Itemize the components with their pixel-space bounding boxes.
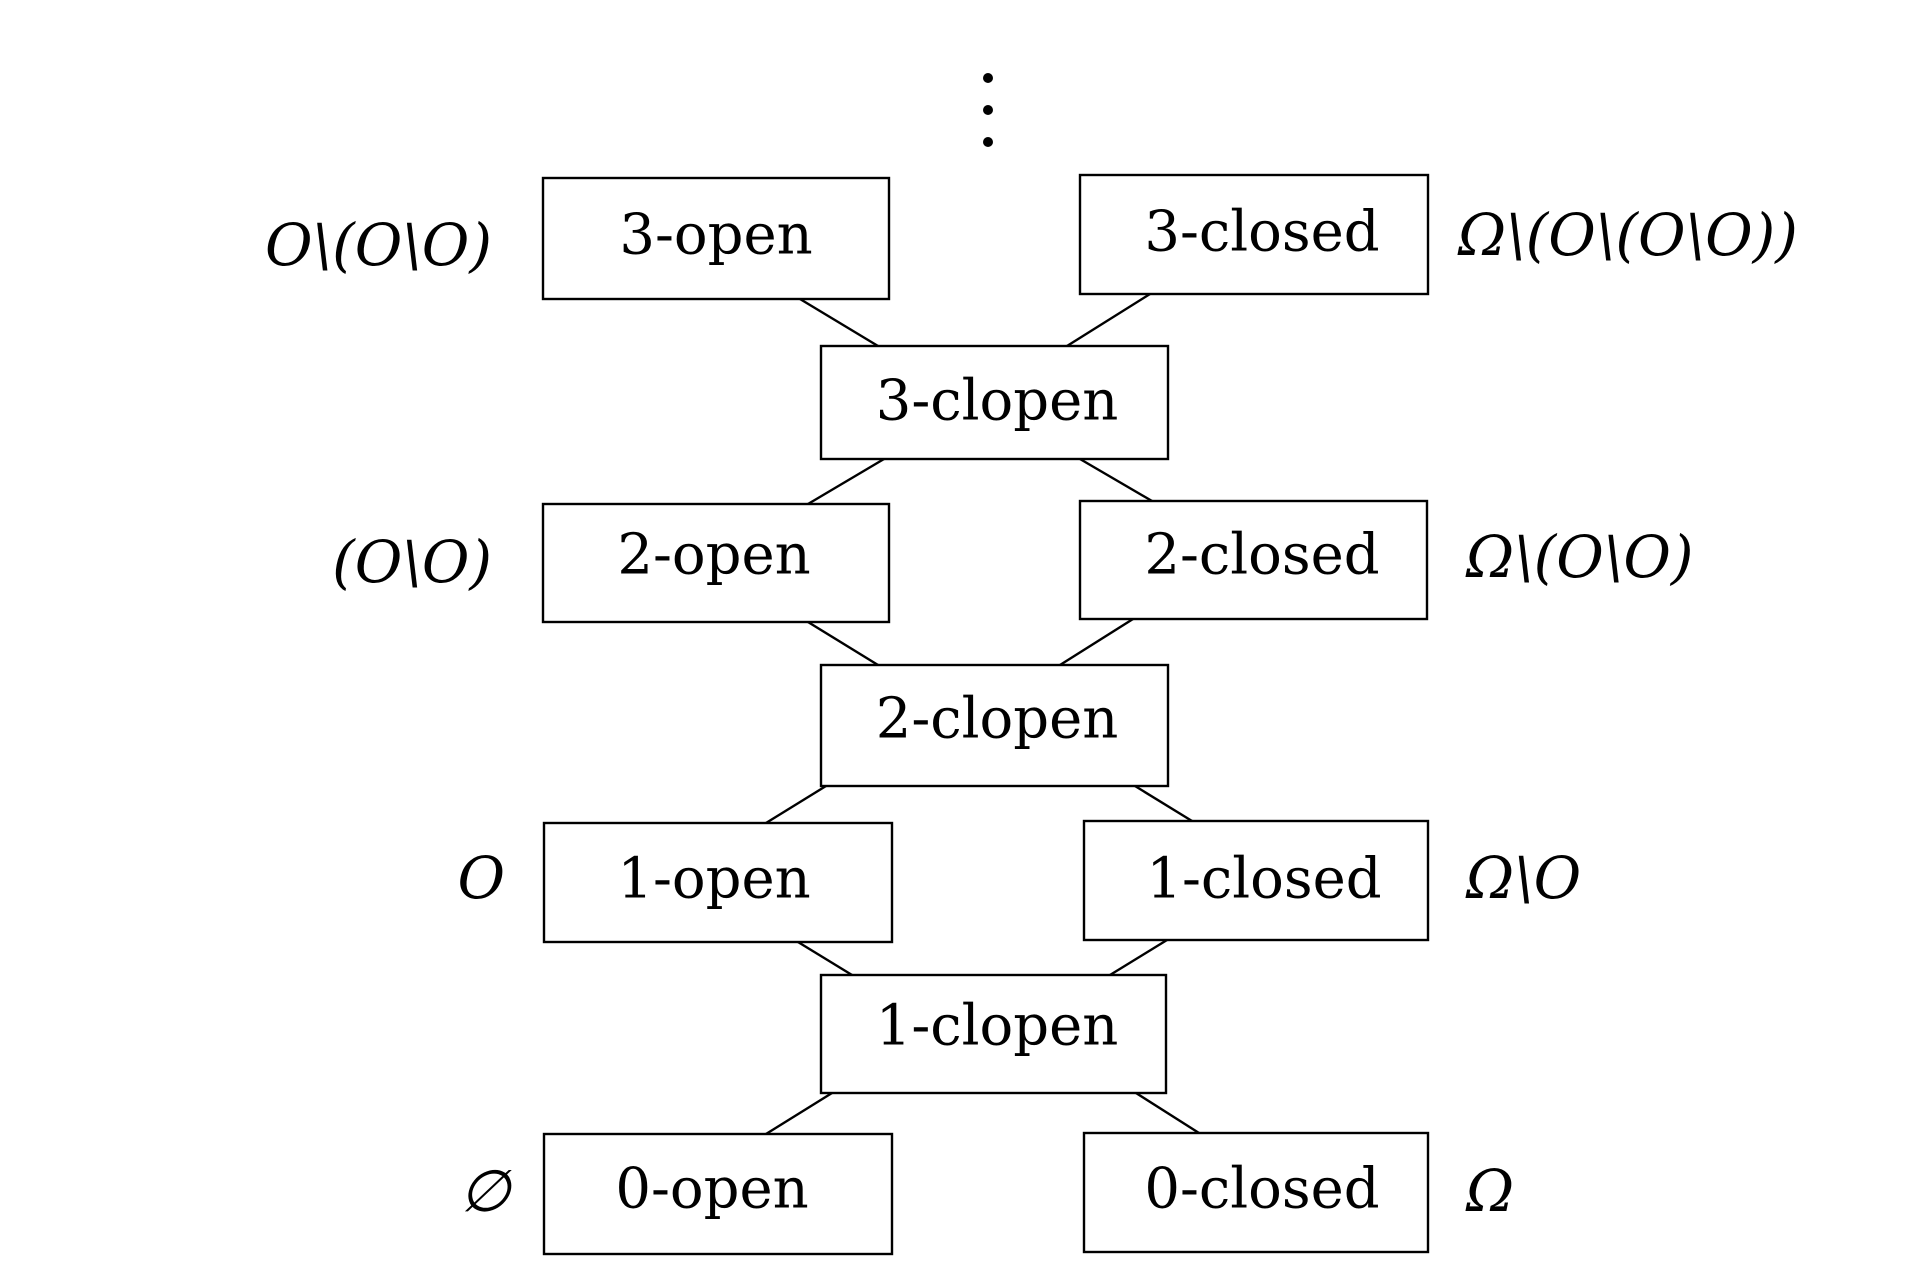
annotation-3-closed: Ω\(O\(O\O)) (1457, 201, 1798, 269)
edge-clopen-3-to-open-2 (807, 457, 885, 506)
node-3-closed: 3-closed (1078, 173, 1430, 296)
continuation-ellipsis (983, 73, 993, 147)
node-label: 2-clopen (876, 687, 1119, 752)
node-label: 3-open (619, 203, 812, 268)
edge-clopen-2-to-open-1 (765, 784, 827, 825)
edge-closed-2-to-clopen-2 (1059, 617, 1134, 667)
node-label: 0-closed (1144, 1157, 1379, 1222)
annotation-0-closed: Ω (1465, 1157, 1514, 1225)
node-2-open: 2-open (541, 502, 891, 624)
node-label: 2-closed (1144, 523, 1379, 588)
node-3-clopen: 3-clopen (819, 344, 1170, 461)
edge-open-1-to-clopen-1 (797, 940, 853, 977)
annotation-1-closed: Ω\O (1465, 844, 1581, 912)
node-label: 1-closed (1146, 847, 1381, 912)
node-0-closed: 0-closed (1082, 1131, 1430, 1254)
edge-clopen-2-to-closed-1 (1134, 784, 1193, 823)
edge-open-3-to-clopen-3 (799, 297, 879, 348)
node-1-open: 1-open (542, 821, 894, 944)
edge-closed-1-to-clopen-1 (1109, 938, 1168, 977)
node-1-closed: 1-closed (1082, 819, 1430, 942)
node-2-clopen: 2-clopen (819, 663, 1170, 788)
edge-clopen-1-to-open-0 (765, 1091, 833, 1136)
node-2-closed: 2-closed (1078, 499, 1429, 621)
edge-open-2-to-clopen-2 (807, 620, 879, 667)
ellipsis-dot (983, 73, 993, 83)
node-label: 3-closed (1144, 200, 1379, 265)
node-label: 3-clopen (876, 369, 1119, 434)
annotation-3-open: O\(O\O) (265, 211, 492, 279)
edge-clopen-3-to-closed-2 (1079, 457, 1153, 503)
node-3-open: 3-open (541, 176, 891, 301)
diagram-edges (765, 292, 1200, 1136)
edge-closed-3-to-clopen-3 (1066, 292, 1151, 348)
node-label: 1-open (617, 847, 810, 912)
annotation-1-open: O (457, 844, 505, 912)
node-label: 2-open (617, 523, 810, 588)
node-label: 0-open (615, 1157, 808, 1222)
ellipsis-dot (983, 105, 993, 115)
node-label: 1-clopen (876, 994, 1119, 1059)
edge-clopen-1-to-closed-0 (1135, 1091, 1200, 1135)
annotation-2-closed: Ω\(O\O) (1465, 523, 1694, 591)
annotation-2-open: (O\O) (332, 528, 492, 596)
node-1-clopen: 1-clopen (819, 973, 1168, 1095)
node-0-open: 0-open (542, 1132, 894, 1256)
ellipsis-dot (983, 137, 993, 147)
annotation-0-open: ∅ (459, 1157, 512, 1225)
